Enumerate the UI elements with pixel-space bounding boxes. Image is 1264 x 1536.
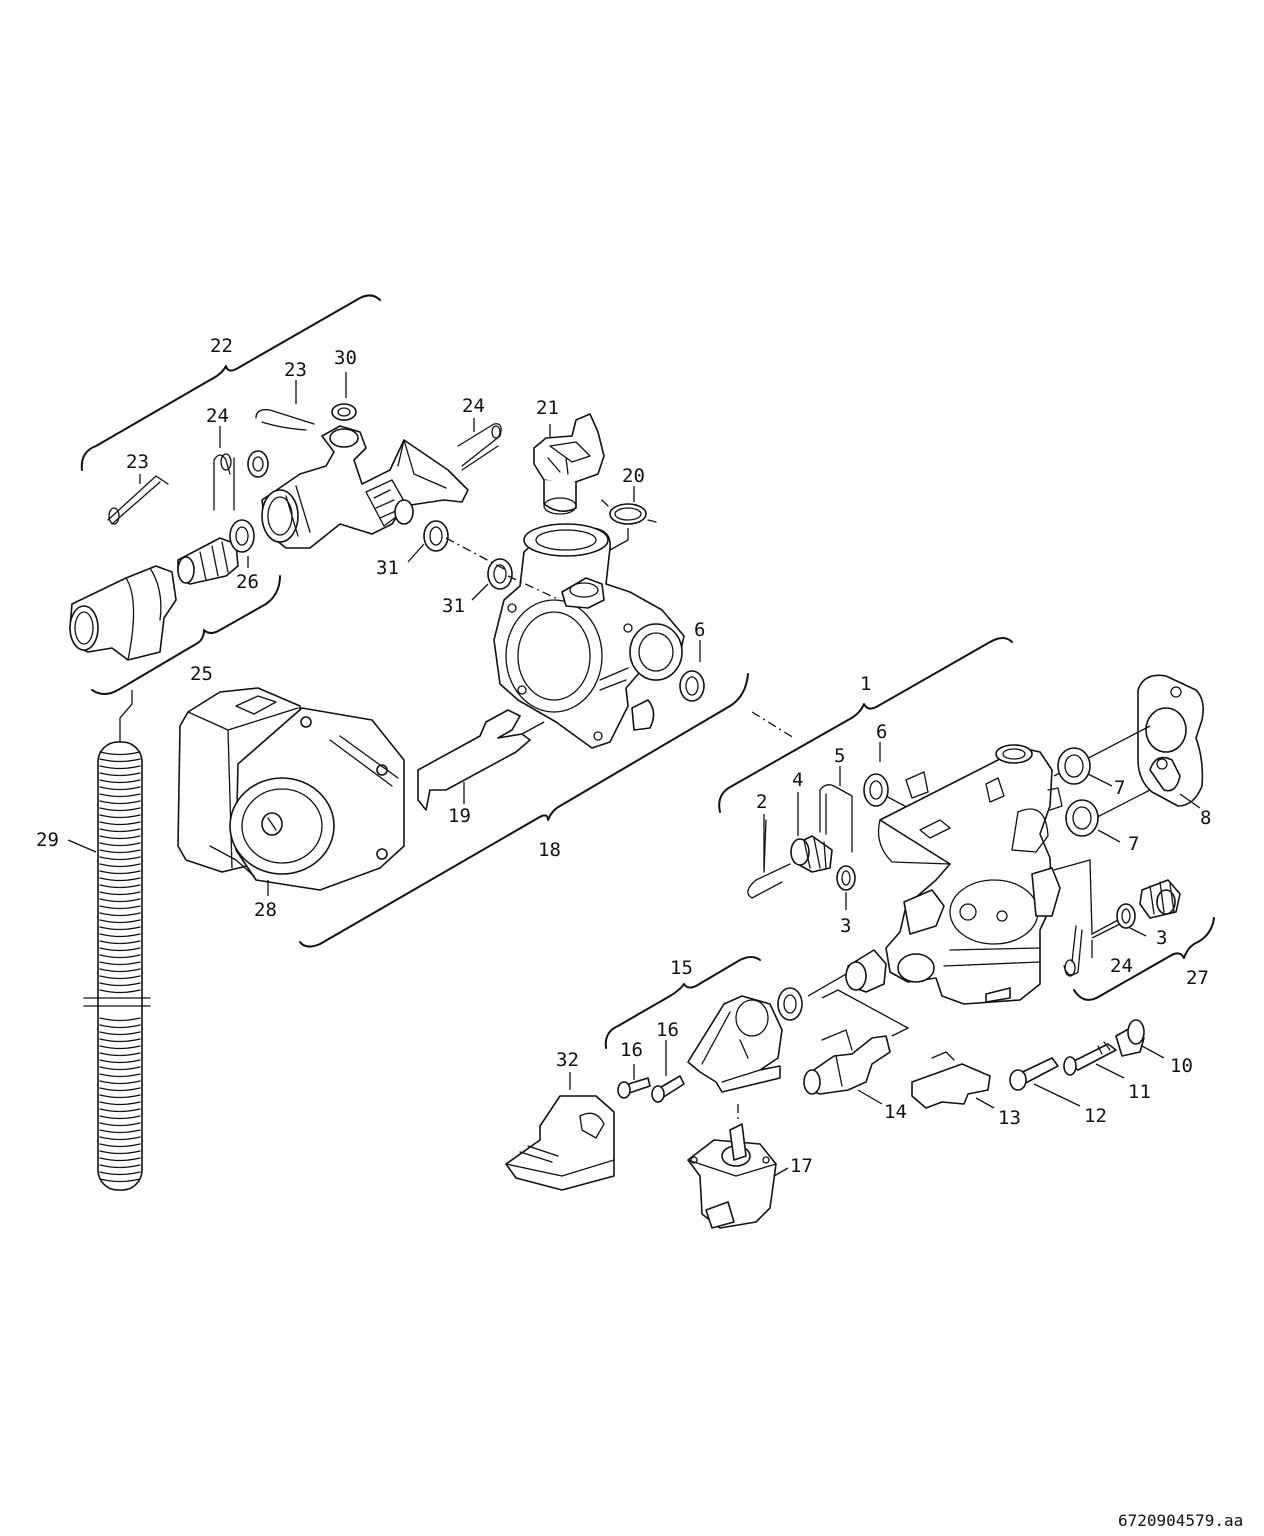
callout-22: 22 — [210, 335, 233, 357]
brace-group-1 — [718, 637, 1013, 813]
seal-ring-7-lower — [1065, 799, 1121, 843]
callout-5: 5 — [834, 745, 845, 767]
document-id: 6720904579.aa — [1118, 1511, 1243, 1530]
mounting-bracket — [417, 709, 545, 811]
callout-21: 21 — [536, 397, 559, 419]
stepper-motor — [687, 1123, 789, 1229]
return-pipe-assembly — [261, 425, 469, 549]
callout-32: 32 — [556, 1049, 579, 1071]
brace-group-25 — [91, 575, 281, 695]
callout-24-upper: 24 — [462, 395, 485, 417]
callout-3-left: 3 — [840, 915, 851, 937]
callout-29: 29 — [36, 829, 59, 851]
threaded-insert-right — [1139, 879, 1181, 919]
center-line-upper — [445, 537, 561, 601]
brace-group-18 — [299, 673, 749, 948]
valve-cap-10 — [1115, 1019, 1165, 1059]
callout-16-right: 16 — [656, 1019, 679, 1041]
o-ring-6-right — [863, 742, 917, 813]
spring-clip-2 — [747, 814, 791, 899]
callout-11: 11 — [1128, 1081, 1151, 1103]
u-clip-5 — [819, 766, 853, 853]
side-plate — [1053, 674, 1204, 831]
leader-29 — [67, 839, 97, 853]
screw-16-left — [617, 1064, 651, 1099]
callout-27: 27 — [1186, 967, 1209, 989]
callout-14: 14 — [884, 1101, 907, 1123]
callout-24-left: 24 — [206, 405, 229, 427]
screw-12 — [1009, 1057, 1081, 1107]
screw-16-right — [651, 1040, 685, 1103]
o-ring-3-left — [836, 865, 856, 910]
pump-motor — [177, 687, 405, 891]
callout-26: 26 — [236, 571, 259, 593]
threaded-insert-4 — [790, 792, 833, 873]
brace-group-27 — [1073, 917, 1215, 1001]
callout-15: 15 — [670, 957, 693, 979]
callout-30: 30 — [334, 347, 357, 369]
callout-24-lower: 24 — [1110, 955, 1133, 977]
callout-7-upper: 7 — [1114, 777, 1125, 799]
callout-13: 13 — [998, 1107, 1021, 1129]
o-ring-31-a — [407, 520, 449, 563]
callout-23-top: 23 — [284, 359, 307, 381]
callout-25: 25 — [190, 663, 213, 685]
retaining-ring — [601, 486, 657, 551]
callout-31-upper: 31 — [376, 557, 399, 579]
diverter-valve-body — [877, 744, 1063, 1005]
callout-23-left: 23 — [126, 451, 149, 473]
brace-group-22 — [80, 294, 381, 471]
o-ring-30 — [331, 372, 357, 421]
callout-31-lower: 31 — [442, 595, 465, 617]
o-ring-6-left — [679, 640, 705, 702]
center-line-middle — [751, 711, 795, 739]
seal-ring-7-upper — [1057, 747, 1113, 787]
spring-clip-24-upper — [457, 418, 502, 471]
valve-spindle-11 — [1063, 1041, 1125, 1079]
brace-group-15 — [604, 956, 761, 1049]
callout-6-right: 6 — [876, 721, 887, 743]
callout-16-left: 16 — [620, 1039, 643, 1061]
o-ring-3-right — [1116, 903, 1147, 937]
callout-20: 20 — [622, 465, 645, 487]
callout-8: 8 — [1200, 807, 1211, 829]
spring-clip-24-left — [213, 426, 235, 511]
leader-3-right — [1091, 923, 1121, 939]
spring-clip-24-lower — [1053, 859, 1119, 977]
valve-cartridge — [807, 949, 887, 997]
callout-6-left: 6 — [694, 619, 705, 641]
pump-housing — [493, 523, 685, 749]
automatic-air-vent — [533, 413, 605, 515]
callout-17: 17 — [790, 1155, 813, 1177]
callout-10: 10 — [1170, 1055, 1193, 1077]
callout-28: 28 — [254, 899, 277, 921]
callout-7-lower: 7 — [1128, 833, 1139, 855]
retaining-clip-13 — [911, 1051, 995, 1109]
o-ring-near-clip — [247, 450, 269, 478]
callout-18: 18 — [538, 839, 561, 861]
callout-12: 12 — [1084, 1105, 1107, 1127]
temperature-sensor-14 — [803, 989, 910, 1105]
elbow-fitting — [69, 565, 177, 661]
flexible-hose — [83, 690, 151, 1191]
o-ring-lower — [777, 987, 803, 1021]
callout-19: 19 — [448, 805, 471, 827]
actuator-cover — [505, 1072, 615, 1191]
o-ring-31-b — [471, 558, 513, 601]
callout-3-right: 3 — [1156, 927, 1167, 949]
threaded-connector — [177, 519, 255, 585]
callout-4: 4 — [792, 769, 803, 791]
spring-clip-23-left — [107, 474, 169, 525]
callout-2: 2 — [756, 791, 767, 813]
actuator-housing — [687, 995, 783, 1093]
spring-clip-23-top — [255, 380, 315, 431]
callout-1: 1 — [860, 673, 871, 695]
